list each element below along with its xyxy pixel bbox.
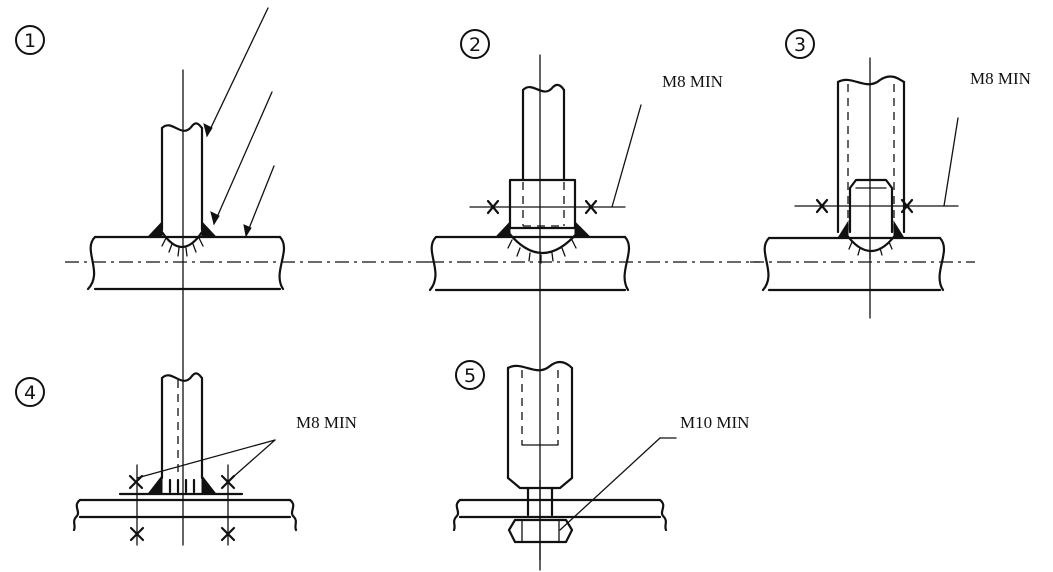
figure-5-bolt-and-nut	[507, 479, 574, 561]
figure-3-number: 3	[794, 34, 806, 56]
figure-3-vertical-pipe	[836, 57, 906, 319]
figure-2-nut-socket	[508, 178, 577, 230]
figure-4-number: 4	[24, 382, 36, 404]
figure-4-plate	[72, 492, 298, 532]
figure-1-leader-lines	[203, 7, 275, 238]
figure-4-label: M8 MIN	[296, 413, 357, 432]
figure-2-number-badge: 2	[460, 29, 490, 59]
figure-1: 1	[15, 7, 430, 546]
figure-3: 3 M8 MIN	[750, 29, 1031, 319]
figure-4-vertical-pipe	[160, 372, 204, 480]
figure-2-leader-line	[469, 104, 642, 215]
figure-2-fillet-weld	[494, 220, 592, 264]
figure-3-label: M8 MIN	[970, 69, 1031, 88]
figure-3-leader-line	[794, 117, 959, 214]
figure-5-plate	[452, 498, 668, 532]
figure-2-label: M8 MIN	[662, 72, 723, 91]
figure-1-fillet-weld	[146, 220, 218, 257]
figure-1-horizontal-pipe	[65, 235, 430, 291]
figure-5: 5 M10 MIN	[452, 360, 749, 561]
figure-1-vertical-pipe	[160, 69, 204, 546]
figure-5-label: M10 MIN	[680, 413, 749, 432]
figure-5-leader-line	[559, 437, 677, 531]
figure-5-number: 5	[464, 365, 476, 387]
figure-2: 2 M8 MIN	[428, 29, 760, 571]
figure-1-number: 1	[24, 30, 36, 52]
figure-5-number-badge: 5	[455, 360, 485, 390]
figure-4: 4 M8 MIN	[15, 372, 357, 546]
figure-1-number-badge: 1	[15, 25, 45, 55]
figure-4-number-badge: 4	[15, 377, 45, 407]
figure-2-horizontal-pipe	[428, 235, 760, 292]
figure-3-stud	[848, 178, 894, 234]
figure-2-number: 2	[469, 34, 481, 56]
figure-2-vertical-pipe	[521, 54, 566, 571]
figure-3-horizontal-pipe	[750, 236, 975, 292]
figure-4-fillet-weld	[146, 474, 218, 495]
figure-3-number-badge: 3	[785, 29, 815, 59]
figure-4-leader-lines	[128, 439, 276, 546]
figure-3-fillet-weld	[837, 220, 905, 260]
